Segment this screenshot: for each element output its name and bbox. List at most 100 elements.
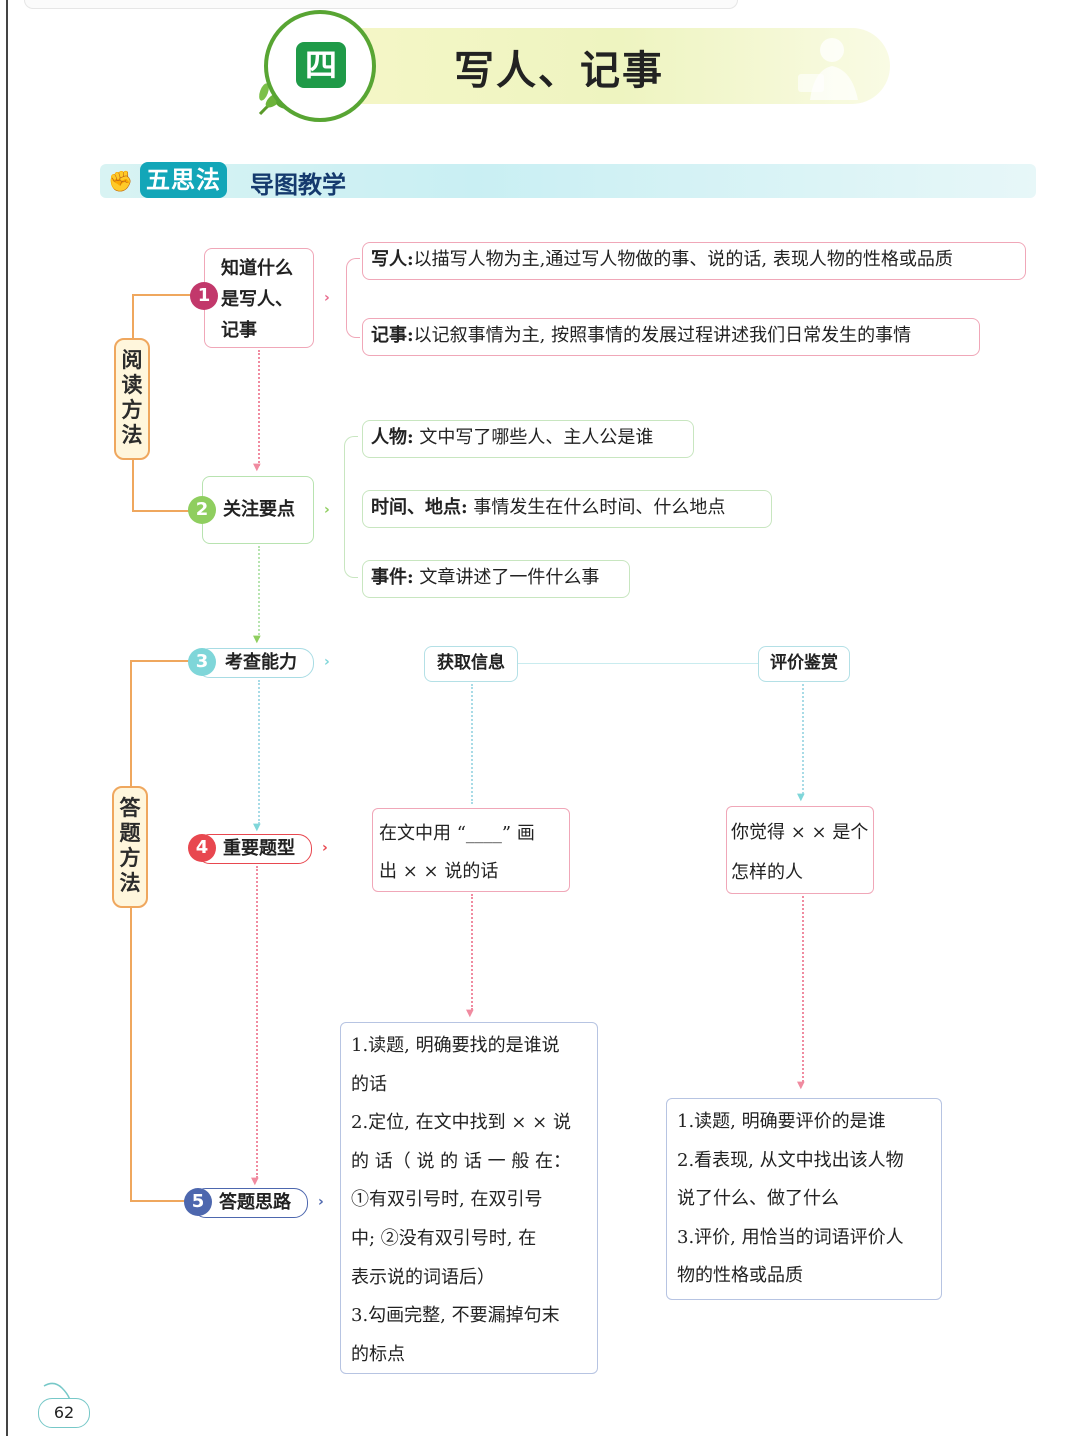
category-label: 答题方法 (119, 796, 141, 895)
approach-line: 1.读题, 明确要评价的是谁 (677, 1111, 886, 1132)
node-label: 答题思路 (219, 1192, 291, 1213)
term: 事件: (371, 567, 414, 588)
section-bar (100, 164, 1036, 198)
node-label: 重要题型 (223, 838, 295, 859)
tree-line (132, 294, 134, 338)
node-number-3: 3 (188, 648, 216, 676)
bracket (344, 436, 358, 578)
definition-text: 以描写人物为主,通过写人物做的事、说的话, 表现人物的性格或品质 (413, 249, 953, 270)
term: 写人: (371, 249, 414, 270)
key-point-text: 文中写了哪些人、主人公是谁 (413, 427, 654, 448)
question-line: 出 × × 说的话 (379, 861, 499, 882)
term: 时间、地点: (371, 497, 468, 518)
definition-text: 以记叙事情为主, 按照事情的发展过程讲述我们日常发生的事情 (413, 325, 912, 346)
term: 人物: (371, 427, 414, 448)
key-point-text: 事情发生在什么时间、什么地点 (467, 497, 726, 518)
section-label: 导图教学 (250, 171, 346, 199)
node-what-is: 知道什么 是写人、 记事 (204, 248, 314, 348)
question-line: 怎样的人 (731, 862, 803, 883)
key-point-character: 人物: 文中写了哪些人、主人公是谁 (362, 420, 694, 458)
arrow-down-icon: ▼ (253, 634, 261, 645)
approach-character: 1.读题, 明确要评价的是谁 2.看表现, 从文中找出该人物 说了什么、做了什么… (666, 1098, 942, 1300)
dotted-connector (802, 896, 804, 1082)
arrow-down-icon: ▼ (466, 1008, 474, 1019)
node-number-2: 2 (188, 496, 216, 524)
bracket (346, 258, 360, 338)
node-number-1: 1 (190, 282, 218, 310)
dotted-connector (471, 684, 473, 804)
node-label: 关注要点 (223, 499, 295, 520)
approach-line: ①有双引号时, 在双引号 (351, 1189, 543, 1211)
category-reading: 阅读方法 (114, 338, 150, 460)
question-type-dialogue: 在文中用 “____” 画 出 × × 说的话 (372, 808, 570, 892)
arrow-down-icon: ▼ (253, 822, 261, 833)
key-point-time-place: 时间、地点: 事情发生在什么时间、什么地点 (362, 490, 772, 528)
node-label-line: 知道什么 (221, 258, 293, 279)
arrow-down-icon: ▼ (797, 1080, 805, 1091)
tree-line (132, 460, 134, 512)
chevron-right-icon: › (324, 290, 330, 306)
approach-line: 表示说的词语后） (351, 1266, 495, 1288)
chevron-right-icon: › (322, 840, 328, 856)
tree-line (132, 510, 194, 512)
arrow-down-icon: ▼ (797, 792, 805, 803)
dotted-connector (258, 680, 260, 824)
arrow-down-icon: ▼ (251, 1176, 259, 1187)
ability-appraise: 评价鉴赏 (758, 646, 850, 682)
key-point-event: 事件: 文章讲述了一件什么事 (362, 560, 630, 598)
ability-get-info: 获取信息 (424, 646, 518, 682)
approach-line: 2.定位, 在文中找到 × × 说 (351, 1112, 571, 1134)
chevron-right-icon: › (324, 502, 330, 518)
question-type-character: 你觉得 × × 是个 怎样的人 (726, 806, 874, 894)
node-label-line: 是写人、 (221, 289, 293, 310)
child-reading-icon (798, 38, 858, 100)
tree-line (130, 660, 192, 662)
approach-line: 3.勾画完整, 不要漏掉句末 (351, 1305, 560, 1327)
ability-connector (518, 663, 758, 664)
question-line: 你觉得 × × 是个 (731, 822, 869, 843)
term: 记事: (371, 325, 414, 346)
page-number: 62 (38, 1398, 90, 1428)
fist-icon: ✊ (108, 169, 133, 193)
approach-line: 物的性格或品质 (677, 1265, 803, 1287)
chevron-right-icon: › (318, 1194, 324, 1210)
approach-line: 的标点 (351, 1343, 405, 1365)
node-label-line: 记事 (221, 320, 257, 341)
node-question-type: 重要题型 (196, 834, 312, 864)
dotted-connector (258, 350, 260, 466)
chapter-banner (290, 28, 890, 104)
approach-line: 3.评价, 用恰当的词语评价人 (677, 1226, 904, 1248)
approach-line: 中; ②没有双引号时, 在 (351, 1227, 537, 1249)
approach-line: 的 话（ 说 的 话 一 般 在： (351, 1150, 572, 1172)
approach-line: 2.看表现, 从文中找出该人物 (677, 1149, 904, 1171)
definition-writing-people: 写人:以描写人物为主,通过写人物做的事、说的话, 表现人物的性格或品质 (362, 242, 1026, 280)
approach-line: 的话 (351, 1073, 387, 1095)
category-answering: 答题方法 (112, 786, 148, 908)
key-point-text: 文章讲述了一件什么事 (413, 567, 600, 588)
arrow-down-icon: ▼ (253, 462, 261, 473)
node-number-5: 5 (184, 1188, 212, 1216)
dotted-connector (258, 546, 260, 638)
dotted-connector (256, 866, 258, 1178)
node-number-4: 4 (188, 834, 216, 862)
approach-dialogue: 1.读题, 明确要找的是谁说 的话 2.定位, 在文中找到 × × 说 的 话（… (340, 1022, 598, 1374)
node-key-points: 关注要点 (202, 476, 314, 544)
dotted-connector (471, 894, 473, 1010)
definition-narrating-events: 记事:以记叙事情为主, 按照事情的发展过程讲述我们日常发生的事情 (362, 318, 980, 356)
chapter-number: 四 (296, 42, 346, 88)
approach-line: 说了什么、做了什么 (677, 1188, 839, 1210)
mouse-cable-icon (43, 1382, 71, 1400)
page-title: 写人、记事 (454, 48, 664, 94)
node-label: 考查能力 (225, 652, 297, 673)
category-label: 阅读方法 (121, 348, 143, 447)
chevron-right-icon: › (324, 654, 330, 670)
approach-line: 1.读题, 明确要找的是谁说 (351, 1035, 560, 1056)
tree-line (130, 660, 132, 786)
tree-line (132, 294, 194, 296)
tree-line (130, 1200, 188, 1202)
tree-line (130, 908, 132, 1202)
question-line: 在文中用 “____” 画 (379, 823, 535, 844)
method-name: 五思法 (140, 162, 227, 198)
top-strip (24, 0, 738, 9)
dotted-connector (802, 684, 804, 794)
